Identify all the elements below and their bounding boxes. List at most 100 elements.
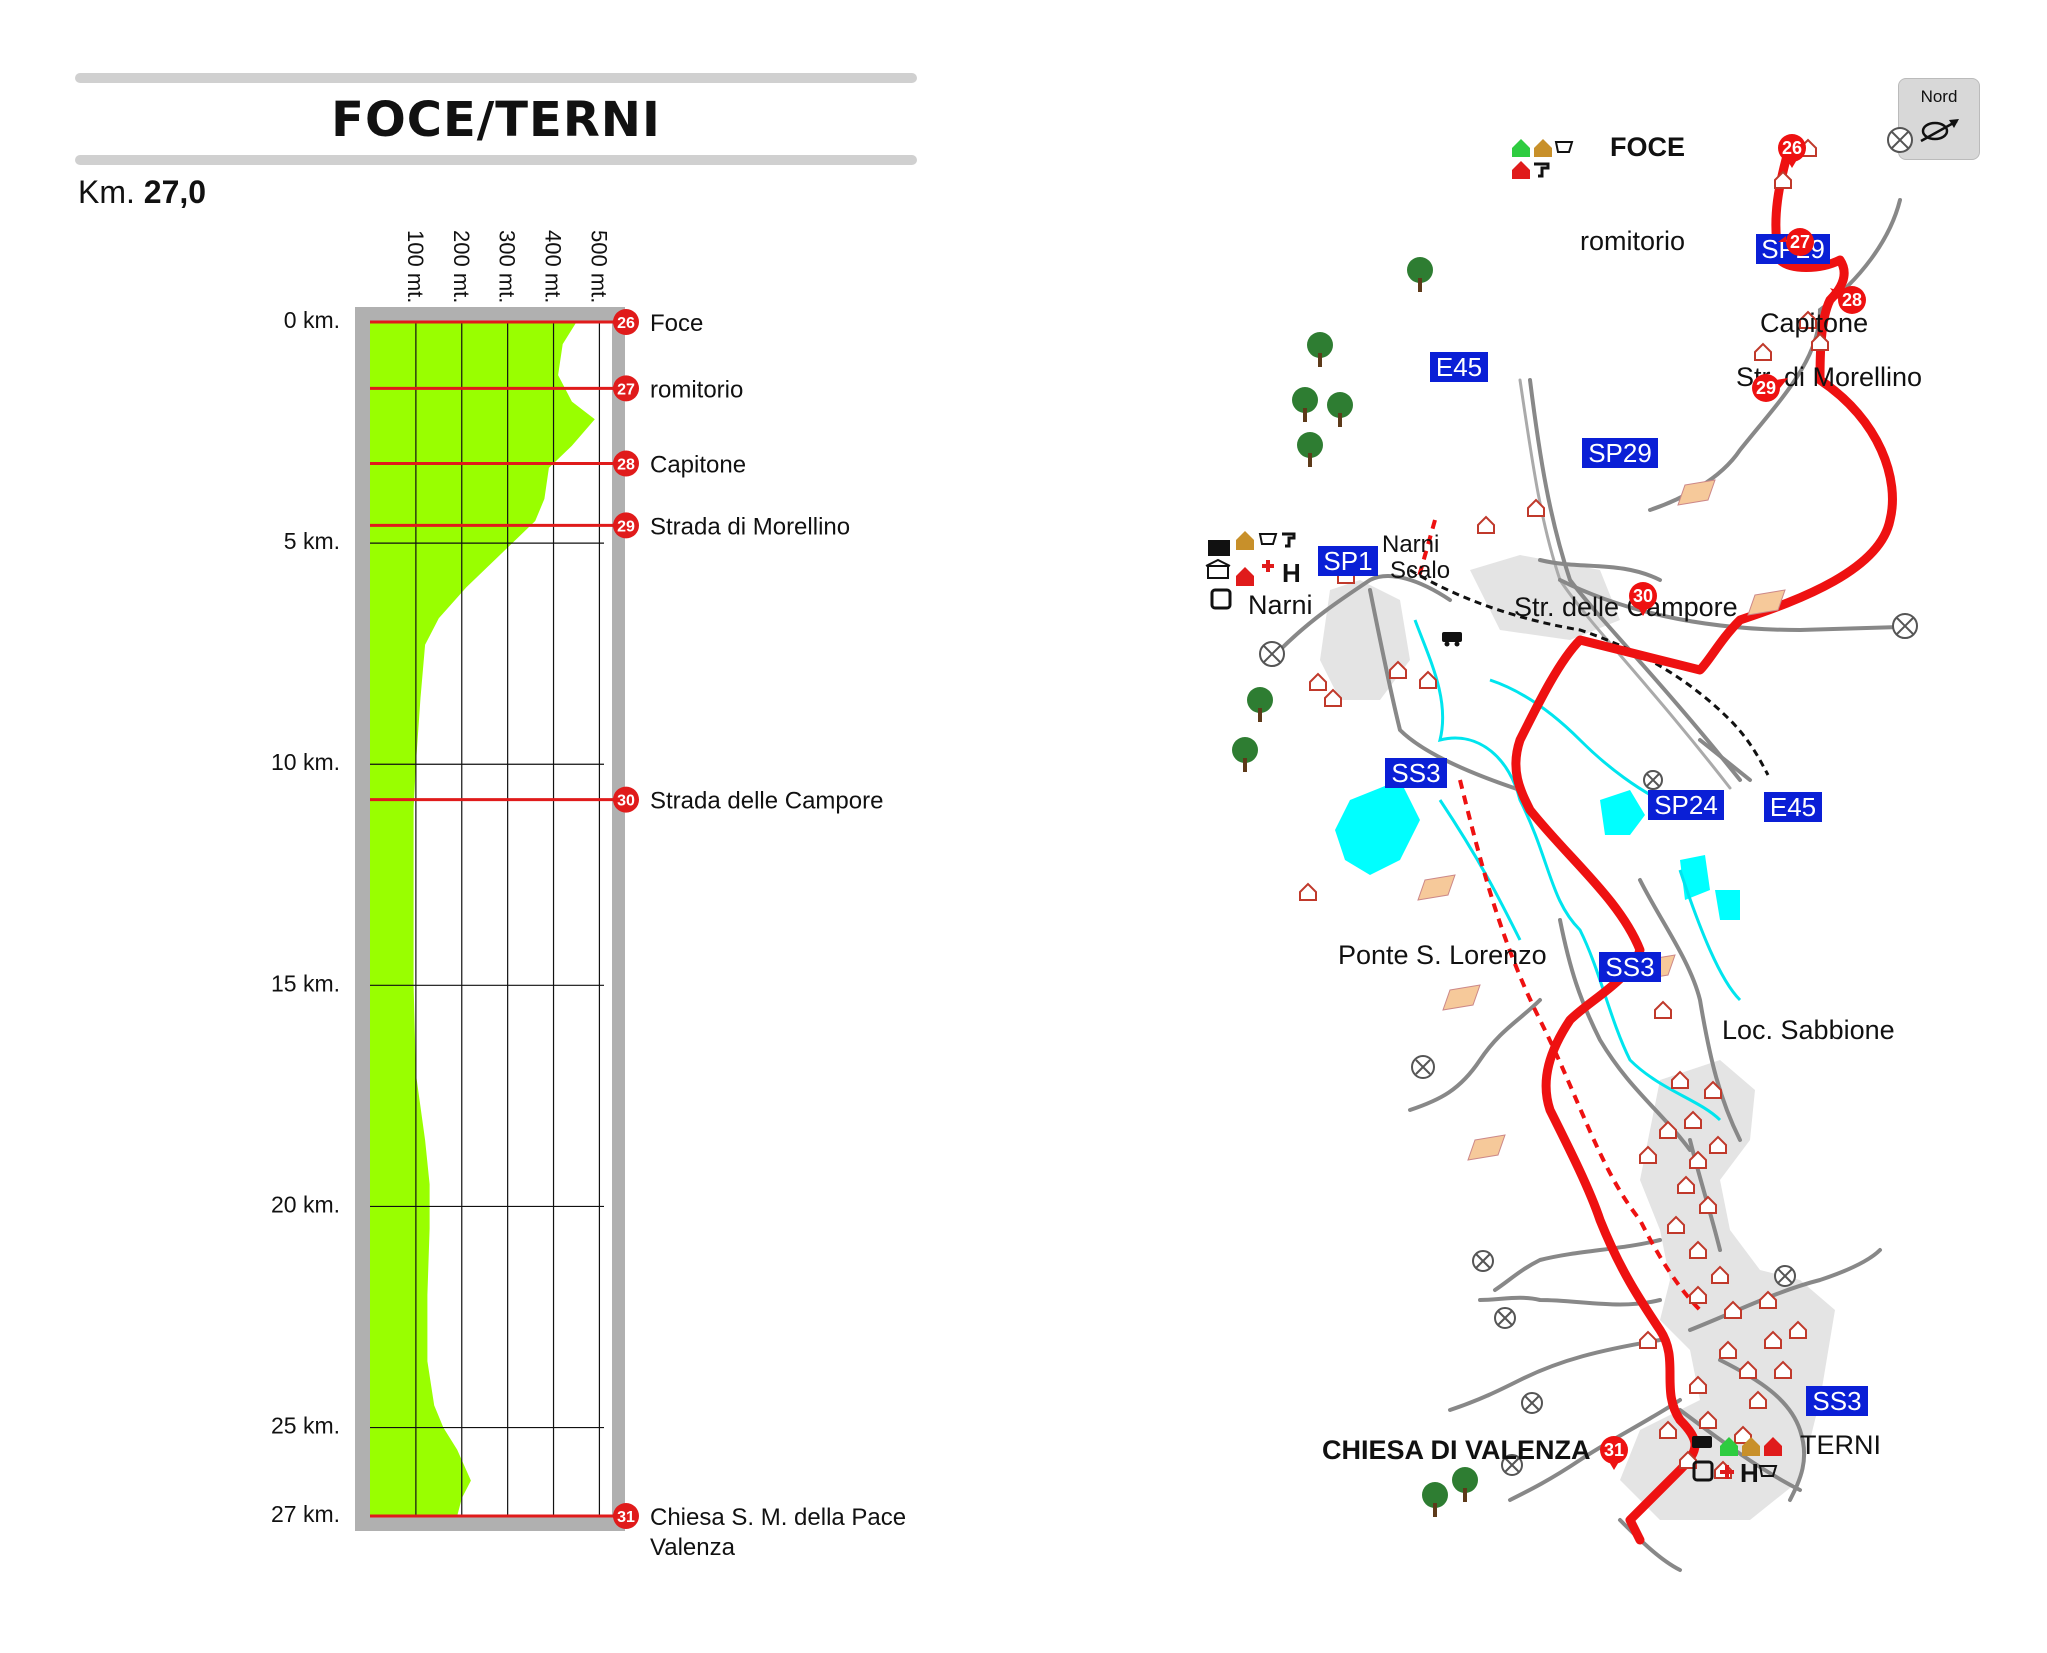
- hospital-icon: H: [1282, 558, 1301, 588]
- alt-route-dashed: [1416, 519, 1702, 1312]
- total-distance: Km. 27,0: [78, 174, 206, 211]
- label-sp29-b: SP29: [1588, 438, 1652, 468]
- waypoint-number: 27: [617, 381, 635, 398]
- svg-text:29: 29: [1756, 378, 1776, 398]
- distance-value: 27,0: [143, 174, 207, 210]
- roads: [1278, 198, 1902, 1572]
- place-sabbione: Loc. Sabbione: [1722, 1015, 1895, 1045]
- cart-icon: [1554, 141, 1574, 153]
- compass-arrow-icon: [1920, 119, 1959, 143]
- waypoint-marker-31: [613, 1503, 639, 1529]
- x-axis-tick-label: 200 mt.: [449, 230, 474, 303]
- house-icon: [1236, 567, 1254, 586]
- services-terni: H: [1692, 1436, 1782, 1488]
- svg-text:30: 30: [1633, 586, 1653, 606]
- services-foce: [1512, 139, 1574, 179]
- house-icon: [1512, 161, 1530, 179]
- x-axis-tick-label: 100 mt.: [403, 230, 428, 303]
- waypoint-number: 31: [617, 1509, 635, 1526]
- x-axis-tick-label: 300 mt.: [495, 230, 520, 303]
- place-narni-scalo-1: Narni: [1382, 531, 1439, 558]
- label-e45-a: E45: [1436, 352, 1482, 382]
- place-romitorio: romitorio: [1580, 226, 1685, 256]
- label-ss3-b: SS3: [1605, 952, 1654, 982]
- place-foce: FOCE: [1610, 132, 1685, 162]
- marker-30: 30: [1629, 582, 1657, 616]
- marker-26: 26: [1778, 134, 1806, 168]
- tap-icon: [1534, 162, 1550, 178]
- waypoint-label: romitorio: [650, 376, 743, 403]
- waypoint-marker-tip: [611, 1511, 617, 1521]
- place-narni-scalo-2: Scalo: [1390, 557, 1450, 584]
- red-cross-icon: [1720, 1465, 1734, 1479]
- place-ponte: Ponte S. Lorenzo: [1338, 940, 1547, 970]
- waypoint-marker-tip: [611, 317, 617, 327]
- train-icon: [1692, 1436, 1712, 1448]
- svg-text:31: 31: [1604, 1440, 1624, 1460]
- cart-icon: [1258, 533, 1278, 545]
- river-2: [1489, 678, 1661, 802]
- waypoint-label: Chiesa S. M. della Pace: [650, 1504, 906, 1531]
- svg-text:26: 26: [1782, 138, 1802, 158]
- y-axis-tick-label: 25 km.: [271, 1413, 340, 1439]
- bus-icon: [1692, 1460, 1714, 1482]
- place-terni: TERNI: [1800, 1430, 1881, 1460]
- hostel-icon: [1742, 1437, 1760, 1456]
- river-4: [1438, 799, 1522, 941]
- museum-icon: [1205, 558, 1231, 579]
- y-axis-tick-label: 27 km.: [271, 1501, 340, 1527]
- y-axis-tick-label: 20 km.: [271, 1191, 340, 1217]
- marker-28: 28: [1830, 286, 1866, 314]
- x-axis-tick-label: 400 mt.: [541, 230, 566, 303]
- waypoint-label: Capitone: [650, 452, 746, 479]
- place-narni: Narni: [1248, 590, 1313, 620]
- y-axis-tick-label: 0 km.: [284, 307, 340, 333]
- waypoint-marker-tip: [611, 383, 617, 394]
- pond-3: [1715, 890, 1740, 920]
- cart-icon: [1758, 1465, 1778, 1477]
- route-map: SP29 E45 SP29 SP1 SS3 SP24 E45 SS3 SS3 F…: [1205, 127, 1922, 1572]
- title-top-rule: [75, 73, 917, 83]
- waypoint-marker-29: [613, 512, 639, 539]
- waypoint-number: 28: [617, 457, 635, 474]
- elevation-area: [370, 322, 595, 1516]
- house-icon: [1764, 1437, 1782, 1456]
- label-sp24: SP24: [1654, 790, 1718, 820]
- scalo-area: [1470, 555, 1620, 640]
- label-ss3-a: SS3: [1391, 758, 1440, 788]
- waypoint-marker-tip: [611, 458, 617, 469]
- hostel-icon: [1534, 139, 1552, 157]
- pond: [1600, 790, 1645, 835]
- hostel-icon: [1236, 531, 1254, 550]
- waypoint-label: Strada delle Campore: [650, 788, 883, 815]
- river-3: [1678, 869, 1742, 1002]
- distance-prefix: Km.: [78, 174, 135, 210]
- river: [1413, 619, 1722, 1122]
- waypoint-marker-28: [613, 450, 639, 477]
- svg-text:28: 28: [1842, 290, 1862, 310]
- waypoint-marker-tip: [611, 520, 617, 531]
- waypoint-number: 29: [617, 518, 635, 535]
- compass-label: Nord: [1920, 87, 1958, 106]
- label-sp1: SP1: [1323, 546, 1372, 576]
- marker-29: 29: [1752, 374, 1788, 402]
- waypoint-label: Strada di Morellino: [650, 513, 850, 540]
- main-route: [1511, 140, 1897, 1545]
- tap-icon: [1282, 532, 1296, 548]
- end-points: [1259, 127, 1918, 1476]
- waypoint-number: 26: [617, 315, 635, 332]
- waypoint-marker-tip: [611, 794, 617, 805]
- svg-text:27: 27: [1790, 232, 1810, 252]
- train-icon: [1442, 632, 1462, 647]
- castle-icon: [1208, 540, 1230, 556]
- y-axis-tick-label: 15 km.: [271, 970, 340, 996]
- narni-area: [1320, 580, 1410, 700]
- place-names: FOCE romitorio Capitone Str. di Morellin…: [1248, 132, 1922, 1465]
- place-chiesa: CHIESA DI VALENZA: [1322, 1435, 1591, 1465]
- waypoint-label: Foce: [650, 310, 703, 337]
- services-narni: H: [1205, 531, 1301, 610]
- house-icon: [1720, 1437, 1738, 1456]
- house-icon: [1512, 139, 1530, 157]
- waypoint-marker-27: [613, 375, 639, 402]
- marker-31: 31: [1600, 1436, 1628, 1470]
